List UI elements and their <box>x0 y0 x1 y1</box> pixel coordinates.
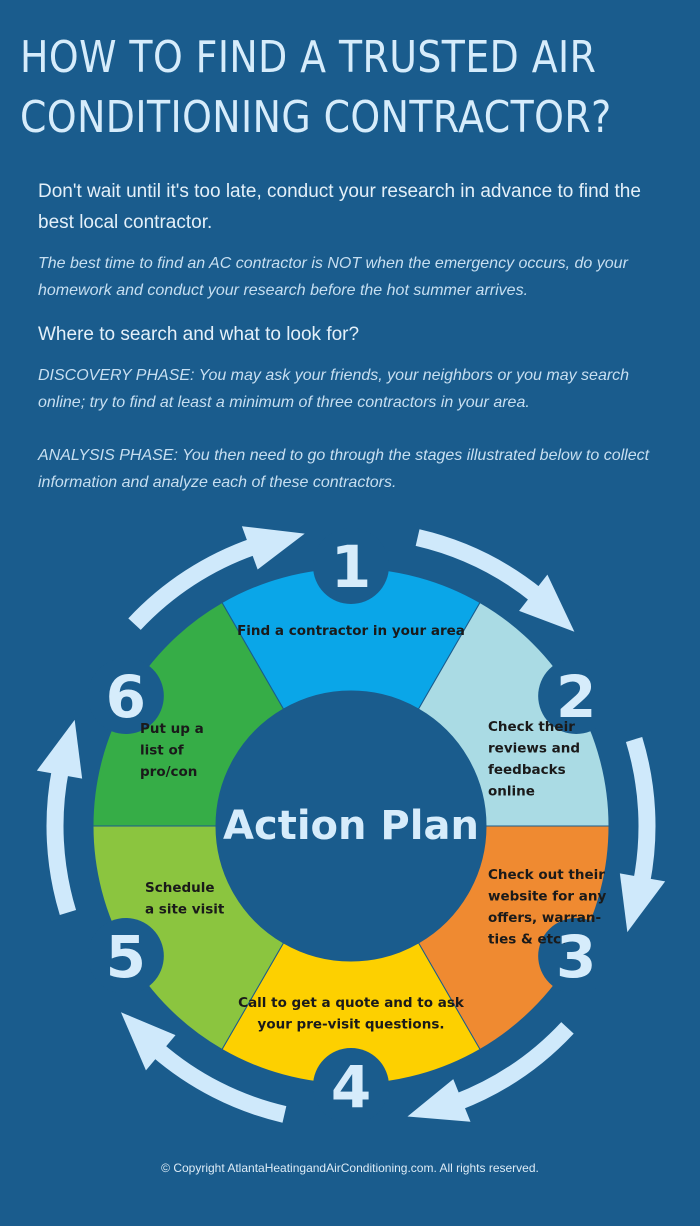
center-hub <box>216 691 486 961</box>
notch-2 <box>538 658 615 734</box>
step-number-6: 6 <box>106 663 146 731</box>
analysis-phase-text: ANALYSIS PHASE: You then need to go thro… <box>38 447 650 491</box>
arrow-shaft-1 <box>415 529 543 603</box>
notch-6 <box>87 658 164 734</box>
arrow-head-1 <box>519 574 575 632</box>
arrow-head-5 <box>36 719 83 779</box>
step-number-1: 1 <box>331 533 371 601</box>
notch-1 <box>313 528 389 604</box>
arrow-shaft-3 <box>453 1022 574 1111</box>
notch-4 <box>313 1048 389 1124</box>
cycle-arrows <box>36 526 666 1123</box>
arrow-shaft-2 <box>625 736 656 885</box>
arrow-shaft-6 <box>128 538 258 630</box>
discovery-phase-text: DISCOVERY PHASE: You may ask your friend… <box>38 367 630 411</box>
step-number-4: 4 <box>331 1053 371 1121</box>
ring-segments <box>92 567 610 1085</box>
notch-3 <box>538 918 615 994</box>
copyright-text: © Copyright AtlantaHeatingandAirConditio… <box>161 1161 539 1175</box>
title-line-2: CONDITIONING CONTRACTOR? <box>20 92 612 143</box>
arrow-head-3 <box>407 1079 471 1122</box>
ring-notches <box>87 528 615 1124</box>
step-numbers: 1 2 3 4 5 6 <box>106 533 597 1121</box>
arrow-shaft-5 <box>46 767 77 916</box>
arrow-head-2 <box>619 873 666 933</box>
notch-5 <box>87 918 164 994</box>
tip-text: The best time to find an AC contractor i… <box>38 255 628 299</box>
step-label-1: Find a contractor in your area <box>237 623 465 639</box>
step-number-2: 2 <box>556 663 596 731</box>
arrow-shaft-4 <box>151 1042 287 1123</box>
arrow-head-4 <box>120 1012 176 1071</box>
search-subheading: Where to search and what to look for? <box>38 324 360 345</box>
page-title: HOW TO FIND A TRUSTED AIR CONDITIONING C… <box>20 28 691 148</box>
step-number-3: 3 <box>556 923 596 991</box>
arrow-head-6 <box>241 526 305 570</box>
center-label: Action Plan <box>223 803 479 849</box>
intro-text: Don't wait until it's too late, conduct … <box>38 181 641 233</box>
action-plan-diagram: Action Plan Find a contractor in your ar… <box>36 526 666 1124</box>
title-line-1: HOW TO FIND A TRUSTED AIR <box>20 32 597 83</box>
step-number-5: 5 <box>106 923 146 991</box>
